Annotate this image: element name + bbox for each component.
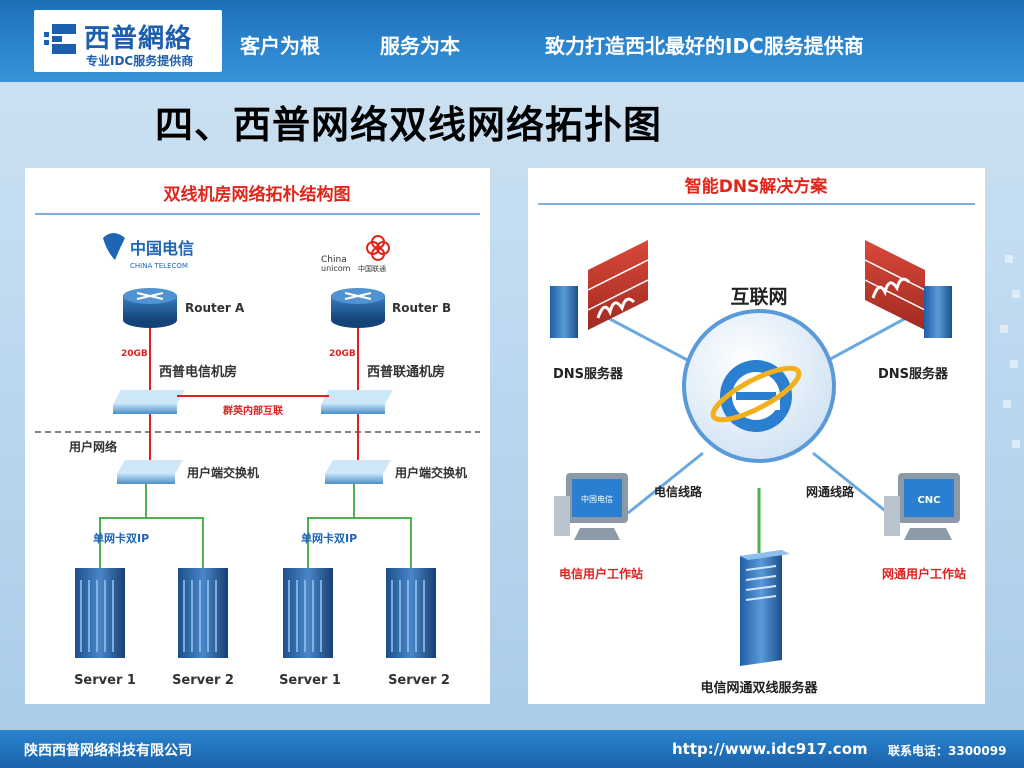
china-telecom-logo: 中国电信 CHINA TELECOM xyxy=(103,233,194,270)
nic-links xyxy=(99,484,412,568)
room-a-label: 西普电信机房 xyxy=(159,364,237,380)
slogan-2: 服务为本 xyxy=(380,34,460,58)
company-logo: 西普網絡 专业IDC服务提供商 xyxy=(34,10,222,72)
bandwidth-b: 20GB xyxy=(329,349,356,359)
footer-url[interactable]: http://www.idc917.com xyxy=(672,740,868,758)
telecom-workstation: 中国电信 电信用户工作站 xyxy=(554,473,643,581)
china-unicom-logo: China unicom 中国联通 xyxy=(321,235,390,273)
dual-line-server-label: 电信网通双线服务器 xyxy=(700,680,818,696)
right-diagram-title: 智能DNS解决方案 xyxy=(685,176,829,197)
user-switch-a-label: 用户端交换机 xyxy=(186,465,259,480)
dual-line-server: 电信网通双线服务器 xyxy=(700,550,818,696)
server-rack xyxy=(75,568,125,658)
nic-b-label: 单网卡双IP xyxy=(301,531,357,545)
decor-dot xyxy=(1005,255,1013,263)
logo-subtitle: 专业IDC服务提供商 xyxy=(86,54,194,68)
user-switch-b-label: 用户端交换机 xyxy=(394,465,467,480)
logo-title: 西普網絡 xyxy=(84,24,193,54)
server-label: Server 2 xyxy=(172,673,234,688)
slogan-1: 客户为根 xyxy=(240,34,320,58)
core-switch-a xyxy=(113,390,185,414)
user-switch-a: 用户端交换机 xyxy=(117,460,259,484)
footer-phone: 联系电话：3300099 xyxy=(888,744,1007,758)
dns-links xyxy=(607,316,907,515)
unicom-logo-en1: China xyxy=(321,255,347,265)
server-rack xyxy=(283,568,333,658)
decor-dot xyxy=(1000,325,1008,333)
internet-label: 互联网 xyxy=(730,286,787,308)
user-switch-b: 用户端交换机 xyxy=(325,460,467,484)
dns-server-right: DNS服务器 xyxy=(864,240,952,382)
router-b: Router B xyxy=(331,288,451,328)
server-label: Server 1 xyxy=(279,673,341,688)
telecom-emblem-icon xyxy=(103,233,125,260)
telecom-line-label: 电信线路 xyxy=(654,484,703,499)
right-diagram-panel: 智能DNS解决方案 互联网 DNS服务器 xyxy=(528,168,985,704)
firewall-icon xyxy=(587,240,649,330)
unicom-workstation-label: 网通用户工作站 xyxy=(882,566,966,581)
dns-left-label: DNS服务器 xyxy=(553,366,624,382)
firewall-icon xyxy=(864,240,926,330)
bandwidth-a: 20GB xyxy=(121,349,148,359)
room-b-label: 西普联通机房 xyxy=(367,364,445,380)
footer-company: 陕西西普网络科技有限公司 xyxy=(24,743,192,759)
server-tower-icon xyxy=(550,286,578,338)
router-arrows-icon xyxy=(344,292,372,300)
server-label: Server 1 xyxy=(74,673,136,688)
slogan-3: 致力打造西北最好的IDC服务提供商 xyxy=(545,34,864,58)
footer-bar: 陕西西普网络科技有限公司 http://www.idc917.com 联系电话：… xyxy=(0,730,1024,768)
inter-room-link-label: 群英内部互联 xyxy=(223,404,283,417)
header-bar: 西普網絡 专业IDC服务提供商 客户为根 服务为本 致力打造西北最好的IDC服务… xyxy=(0,0,1024,82)
left-diagram-panel: 双线机房网络拓朴结构图 中国电信 CHINA TELECOM China uni… xyxy=(25,168,490,704)
unicom-workstation: CNC 网通用户工作站 xyxy=(882,473,966,581)
unicom-screen-label: CNC xyxy=(917,495,940,506)
smart-dns-diagram: 智能DNS解决方案 互联网 DNS服务器 xyxy=(538,176,975,696)
core-switch-b xyxy=(321,390,393,414)
internet-explorer-icon xyxy=(710,360,802,432)
router-arrows-icon xyxy=(136,292,164,300)
router-a: Router A xyxy=(123,288,245,328)
logo-mark-icon xyxy=(44,24,76,54)
server-tower-icon xyxy=(924,286,952,338)
dns-server-left: DNS服务器 xyxy=(550,240,649,382)
router-a-label: Router A xyxy=(185,301,245,315)
page-title: 四、西普网络双线网络拓扑图 xyxy=(155,102,663,147)
telecom-logo-en: CHINA TELECOM xyxy=(130,262,188,270)
server-label: Server 2 xyxy=(388,673,450,688)
telecom-screen-label: 中国电信 xyxy=(581,494,613,504)
server-rack xyxy=(178,568,228,658)
left-diagram-title: 双线机房网络拓朴结构图 xyxy=(164,184,351,205)
telecom-workstation-label: 电信用户工作站 xyxy=(559,566,643,581)
decor-dot xyxy=(1012,440,1020,448)
telecom-logo-cn: 中国电信 xyxy=(130,239,194,258)
user-network-label: 用户网络 xyxy=(68,439,117,454)
unicom-logo-cn: 中国联通 xyxy=(358,264,386,273)
unicom-logo-en2: unicom xyxy=(321,264,351,273)
server-rack xyxy=(386,568,436,658)
decor-dot xyxy=(1003,400,1011,408)
nic-a-label: 单网卡双IP xyxy=(93,531,149,545)
decor-dot xyxy=(1010,360,1018,368)
router-b-label: Router B xyxy=(392,301,451,315)
dns-right-label: DNS服务器 xyxy=(878,366,949,382)
dual-line-topology-diagram: 双线机房网络拓朴结构图 中国电信 CHINA TELECOM China uni… xyxy=(35,184,480,688)
decor-dot xyxy=(1012,290,1020,298)
unicom-line-label: 网通线路 xyxy=(806,484,855,499)
